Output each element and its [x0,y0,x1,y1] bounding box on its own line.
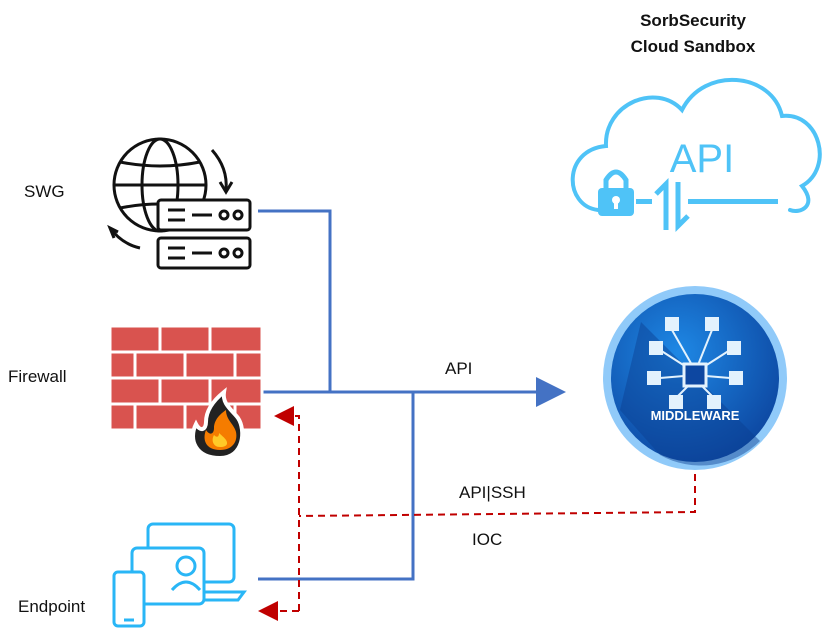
endpoint-icon [112,522,247,628]
api-link-label: API [445,359,473,378]
lock-icon [598,169,634,216]
exchange-arrows-icon [636,177,778,233]
firewall-return-line [274,406,300,611]
swg-link [258,209,332,392]
endpoint-label: Endpoint [18,597,86,616]
cloud-icon: API [570,77,822,233]
cloud-api-text: API [670,137,734,181]
endpoint-link [258,392,415,581]
swg-label: SWG [24,182,65,201]
firewall-label: Firewall [8,367,67,386]
middleware-icon: MIDDLEWARE [603,286,787,470]
api-ssh-link-label: API|SSH [459,483,526,502]
cloud-title: SorbSecurity Cloud Sandbox [588,8,798,60]
firewall-icon [108,324,264,461]
network-nodes-icon [647,317,743,409]
cloud-title-line1: SorbSecurity [640,11,746,30]
middleware-return-line [298,462,696,517]
blue-connectors [258,209,566,581]
cloud-title-line2: Cloud Sandbox [630,37,756,56]
red-dashed-return [258,406,696,621]
swg-icon [107,137,252,270]
ioc-link-label: IOC [472,530,503,549]
middleware-label: MIDDLEWARE [651,408,740,423]
